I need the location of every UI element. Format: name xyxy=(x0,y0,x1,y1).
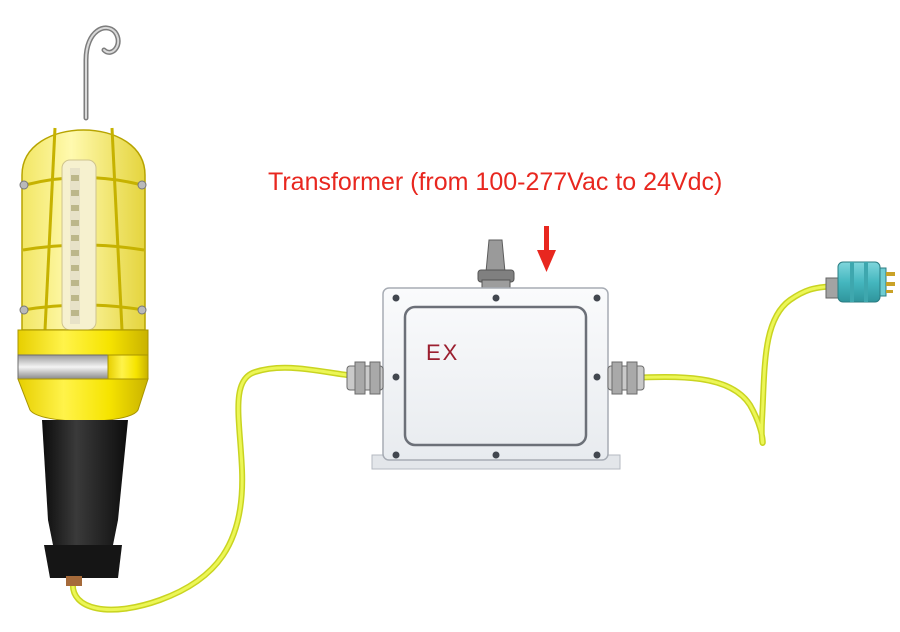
cable-right xyxy=(622,283,835,446)
ex-marking: EX xyxy=(426,340,459,365)
cable-gland-right-icon xyxy=(607,361,645,395)
hook-icon xyxy=(83,25,121,121)
transformer-annotation-label: Transformer (from 100-277Vac to 24Vdc) xyxy=(268,168,723,196)
led-hand-lamp-icon xyxy=(17,25,149,586)
down-arrow-icon xyxy=(537,226,556,272)
transformer-box: EX xyxy=(346,239,645,470)
cable-gland-left-icon xyxy=(346,361,384,395)
plug-icon xyxy=(825,261,895,303)
switch-knob-icon xyxy=(485,239,506,273)
cable-left xyxy=(69,364,358,613)
